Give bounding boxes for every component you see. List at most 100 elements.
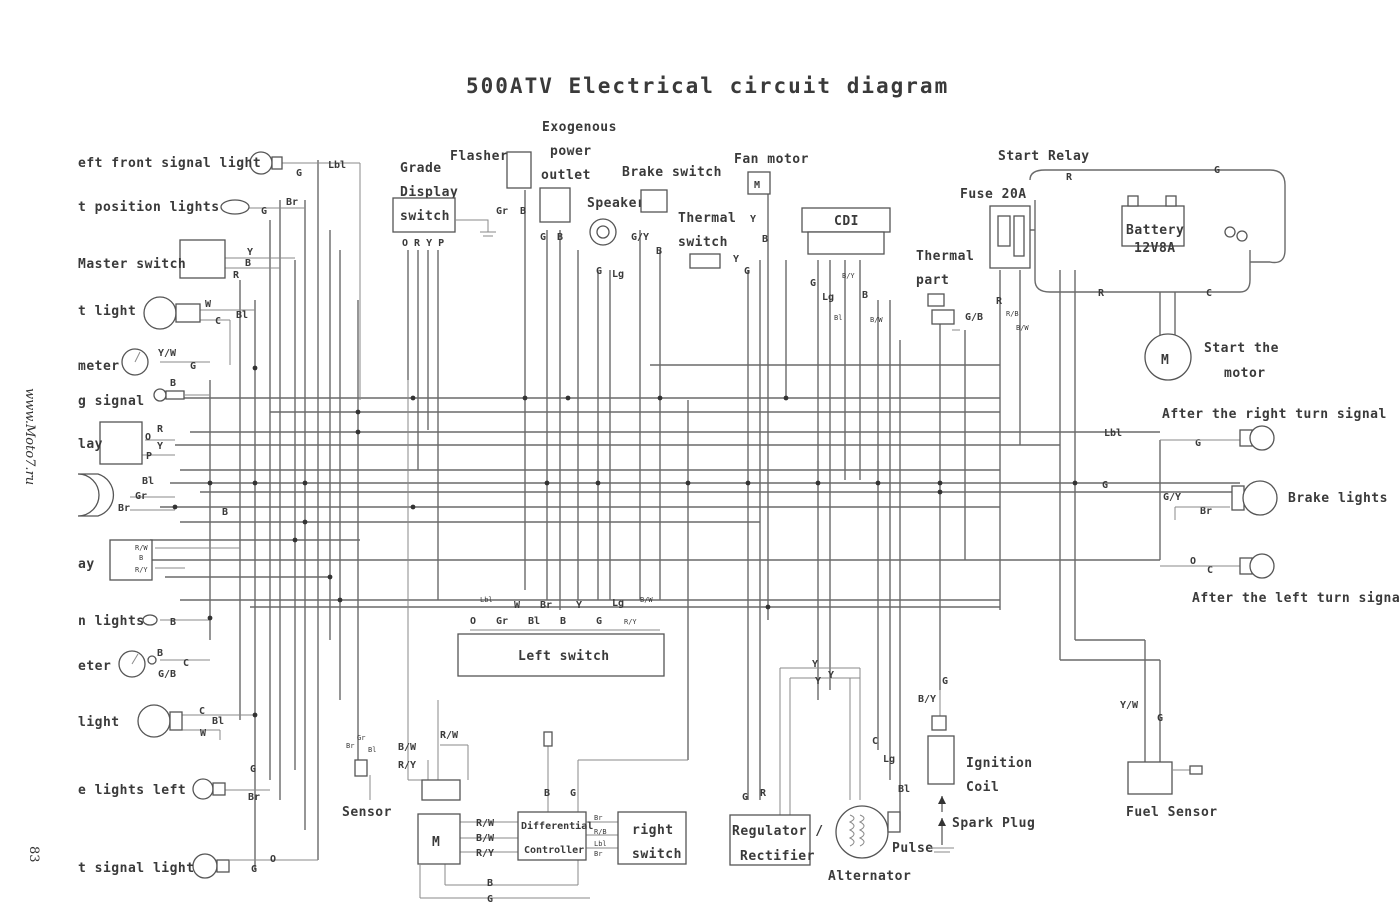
label-cdi: CDI [834,214,859,229]
code-ry: R/Y [398,760,416,771]
code-b: B [762,234,768,245]
lights-left-bulb [192,778,226,800]
vertical-wires [209,160,1161,870]
code-by: B/Y [918,694,936,705]
code-y: Y [733,254,739,265]
label-brake-lights: Brake lights [1288,491,1388,506]
label-speaker: Speaker [587,196,645,211]
code-bw: B/W [398,742,417,753]
coil-connector [931,715,947,731]
code-c: C [215,316,221,327]
code-bl: Bl [834,314,842,322]
label-left-turn-signal: After the left turn signal [1192,591,1400,606]
code-g: G [1195,438,1201,449]
label-meter: meter [78,359,120,374]
thermal-part-icon [927,293,960,331]
label-left-front-signal: eft front signal light [78,156,261,171]
code-ry: R/Y [476,848,494,859]
code-br: Br [594,850,602,858]
code-b: B [557,232,563,243]
code-bl: Bl [236,310,248,321]
code-rw: R/W [440,730,459,741]
head-light-bulb [143,296,201,330]
fuel-sensor-box [1127,761,1173,795]
code-w: W [200,728,207,739]
code-b: B [487,878,493,889]
diff-motor-m: M [432,835,440,850]
relay-box [99,421,143,465]
code-lg: Lg [612,598,624,609]
code-c: C [1206,288,1212,299]
label-exogenous: Exogenous [542,120,617,135]
code-g: G [1214,165,1220,176]
code-rb: R/B [1006,310,1019,318]
code-orys: O R Y P [402,238,444,249]
code-g: G [261,206,267,217]
brake-switch-box [640,189,668,213]
code-b: B [560,616,566,627]
label-right-switch: switch [632,847,682,862]
code-y: Y [812,659,818,670]
regulator-rectifier-box [729,814,811,866]
signal-light-bulb [192,853,230,879]
code-bw: B/W [640,596,653,604]
code-br: Br [346,742,354,750]
label-fuel-sensor: Fuel Sensor [1126,805,1218,820]
left-components: eft front signal light G Lbl t position … [77,151,346,879]
speaker-icon [589,218,617,246]
right-switch-box [617,811,687,865]
signal-bulb [153,388,185,402]
code-b: B [245,258,251,269]
label-left-switch: Left switch [518,649,610,664]
small-light-bulb [142,614,158,626]
label-switch: switch [400,209,450,224]
code-bl: Bl [528,616,540,627]
label-start-relay: Start Relay [998,149,1090,164]
label-grade: Grade [400,161,442,176]
code-y: Y [157,441,163,452]
grade-display-switch-box [392,197,456,233]
code-rw: R/W [135,544,148,552]
code-bl: Bl [898,784,910,795]
power-outlet-box [539,187,571,223]
code-r: R [157,424,164,435]
code-lbl: Lbl [594,840,607,848]
power-section: Start Relay R G Fuse 20A Battery 12V8A R… [960,149,1279,381]
code-g: G [250,764,256,775]
code-g: G [1157,713,1163,724]
bottom-leads [369,380,941,899]
label-battery: Battery [1126,223,1184,238]
label-lights2: n lights [78,614,145,629]
left-switch-box [457,633,665,677]
label-lay: lay [78,437,103,452]
code-br: Br [286,197,298,208]
code-g: G [596,266,602,277]
code-o: O [270,854,276,865]
code-c: C [183,658,189,669]
top-middle-components: Grade Display switch O R Y P Gr Flasher … [392,120,983,331]
label-ay: ay [78,557,95,572]
meter2-gauge [118,650,157,678]
code-rb: R/B [594,828,607,836]
code-g: G [190,361,196,372]
master-switch-box [179,239,226,279]
code-g: G [742,792,748,803]
code-bl: Bl [368,746,376,754]
code-b: B [862,290,868,301]
label-lights-left: e lights left [78,783,186,798]
code-lbl: Lbl [1104,428,1122,439]
diff-motor-box [417,813,461,865]
code-c: C [872,736,878,747]
label-controller: Controller [524,845,584,856]
label-start-the: Start the [1204,341,1279,356]
battery-loop [1000,169,1286,335]
code-g: G [744,266,750,277]
left-leads [130,162,361,861]
ground-icon [1224,226,1248,242]
code-bry: B/Y [842,272,855,280]
code-b: B [170,378,176,389]
battery-box [1121,205,1185,247]
label-battery-spec: 12V8A [1134,241,1176,256]
label-alternator: Alternator [828,869,911,884]
